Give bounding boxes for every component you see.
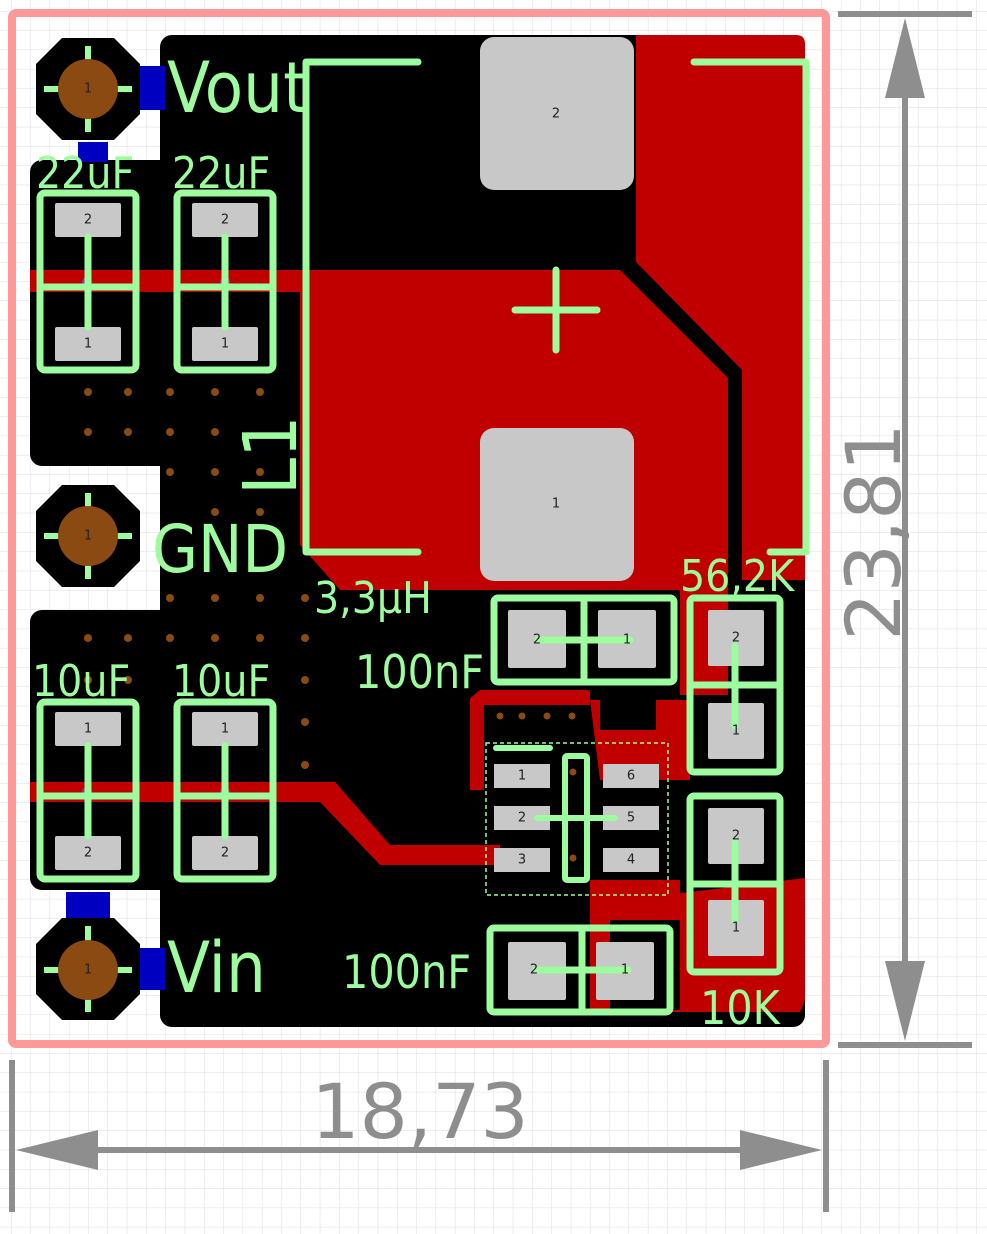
c-in-right-label: 10uF — [172, 656, 270, 707]
res-top-pin1: 1 — [732, 724, 740, 739]
c4-pin1: 1 — [221, 722, 229, 737]
c-out-right-label: 22uF — [172, 148, 270, 199]
res-bottom-value-label: 10K — [700, 981, 782, 1035]
c2-pin1: 1 — [221, 337, 229, 352]
pads — [55, 37, 764, 1000]
c1-pin2: 2 — [84, 213, 92, 228]
vin-label: Vin — [167, 927, 266, 1009]
cap-top-pin2: 2 — [533, 633, 541, 648]
res-top-value-label: 56,2K — [680, 551, 795, 602]
ic-courtyard — [485, 742, 669, 896]
dimension-width-value: 18,73 — [311, 1067, 529, 1156]
dimension-width — [9, 1060, 829, 1212]
c3-pin1: 1 — [84, 722, 92, 737]
gnd-pin-number: 1 — [84, 529, 92, 544]
dimension-height — [838, 11, 972, 1048]
ic-pin3: 3 — [518, 853, 526, 868]
cap-top-value-label: 100nF — [355, 645, 484, 699]
c4-pin2: 2 — [221, 846, 229, 861]
vin-pin-number: 1 — [84, 963, 92, 978]
inductor-value-label: 3,3µH — [314, 573, 432, 624]
connector-vin: 1 — [36, 918, 140, 1020]
c-out-left-label: 22uF — [36, 148, 134, 199]
ic-pin5: 5 — [627, 811, 635, 826]
l1-pin2: 2 — [552, 107, 560, 122]
res-bottom-pin1: 1 — [732, 921, 740, 936]
gnd-label: GND — [152, 511, 288, 588]
cap-bottom-pin1: 1 — [621, 963, 629, 978]
c3-pin2: 2 — [84, 846, 92, 861]
vout-pin-number: 1 — [84, 82, 92, 97]
vout-label: Vout — [167, 47, 308, 129]
l1-pin1: 1 — [552, 497, 560, 512]
silkscreen-outlines — [36, 58, 810, 1016]
res-bottom-pin2: 2 — [732, 829, 740, 844]
inductor-ref-label: L1 — [228, 416, 314, 495]
dimension-height-value: 23,81 — [829, 423, 918, 641]
res-top-pin2: 2 — [732, 631, 740, 646]
ic-pin2: 2 — [518, 811, 526, 826]
cap-bottom-pin2: 2 — [530, 963, 538, 978]
c1-pin1: 1 — [84, 337, 92, 352]
board-outline — [8, 9, 830, 1048]
ic-pin4: 4 — [627, 853, 635, 868]
ic-pin6: 6 — [627, 769, 635, 784]
c-in-left-label: 10uF — [32, 656, 130, 707]
connector-gnd: 1 — [36, 485, 140, 587]
connector-vout: 1 — [36, 38, 140, 140]
ic-pin1: 1 — [518, 769, 526, 784]
c2-pin2: 2 — [221, 213, 229, 228]
cap-bottom-value-label: 100nF — [342, 945, 471, 999]
cap-top-pin1: 1 — [623, 633, 631, 648]
